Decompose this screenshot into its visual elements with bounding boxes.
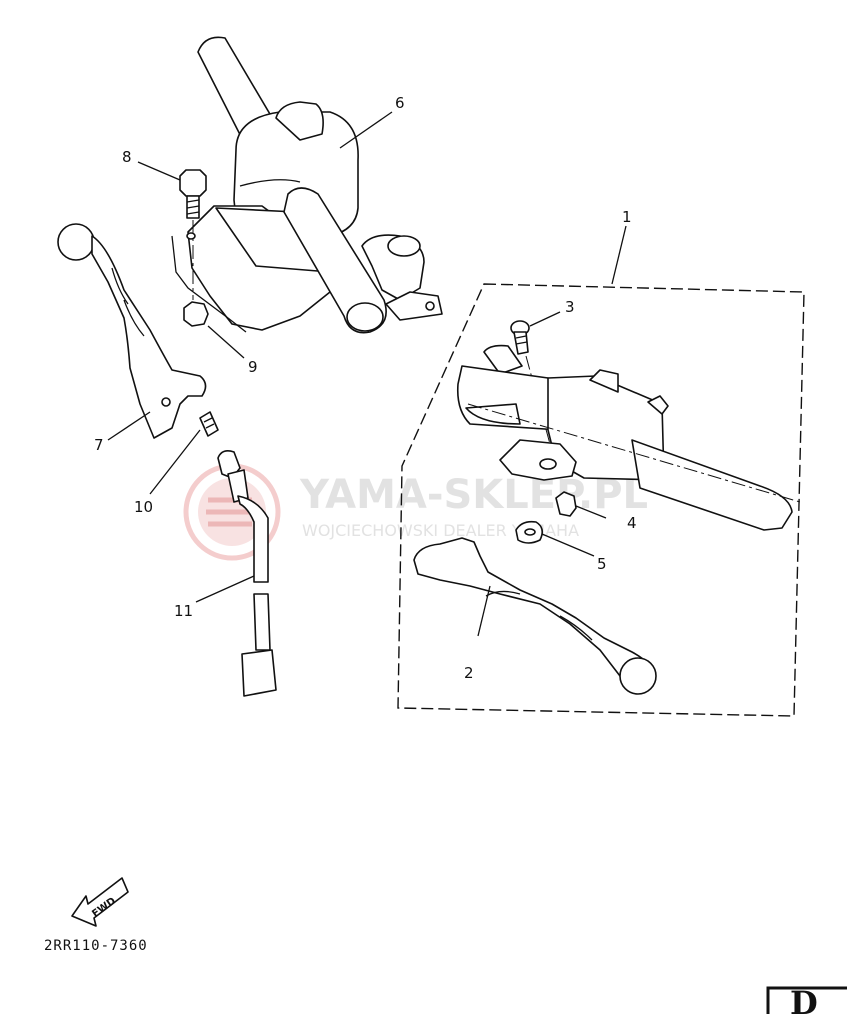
watermark-subtitle: WOJCIECHOWSKI DEALER YAMAHA xyxy=(302,521,579,540)
callout-labels: 1 2 3 4 5 6 7 8 9 10 11 xyxy=(94,94,637,682)
watermark-title: YAMA-SKLEP.PL xyxy=(299,472,648,518)
part-6-lever-holder xyxy=(171,36,443,334)
part-3-bolt xyxy=(510,320,557,467)
callout-9: 9 xyxy=(248,358,258,376)
corner-text: D xyxy=(790,984,818,1014)
callout-1: 1 xyxy=(622,208,632,226)
callout-11: 11 xyxy=(174,602,193,620)
part-11-cable xyxy=(217,450,277,697)
part-10-pin xyxy=(199,411,219,437)
part-4-nut xyxy=(555,491,577,517)
callout-2: 2 xyxy=(464,664,474,682)
callout-10: 10 xyxy=(134,498,153,516)
callout-8: 8 xyxy=(122,148,132,166)
part-8-bolt xyxy=(179,169,207,300)
corner-box: D xyxy=(766,984,847,1014)
brake-lever-holder xyxy=(456,344,801,531)
callout-7: 7 xyxy=(94,436,104,454)
assembly-1-boundary xyxy=(397,283,805,717)
callout-3: 3 xyxy=(565,298,575,316)
callout-5: 5 xyxy=(597,555,607,573)
part-9-nut xyxy=(183,301,209,327)
callout-6: 6 xyxy=(395,94,405,112)
drawing-code: 2RR110-7360 xyxy=(44,938,148,954)
fwd-arrow-icon: FWD xyxy=(71,877,129,927)
leader-lines xyxy=(107,111,627,637)
callout-4: 4 xyxy=(627,514,637,532)
watermark: YAMA-SKLEP.PL WOJCIECHOWSKI DEALER YAMAH… xyxy=(183,463,648,561)
part-5-washer xyxy=(515,520,544,544)
part-2-lever xyxy=(413,537,657,695)
part-7-lever xyxy=(57,223,207,439)
